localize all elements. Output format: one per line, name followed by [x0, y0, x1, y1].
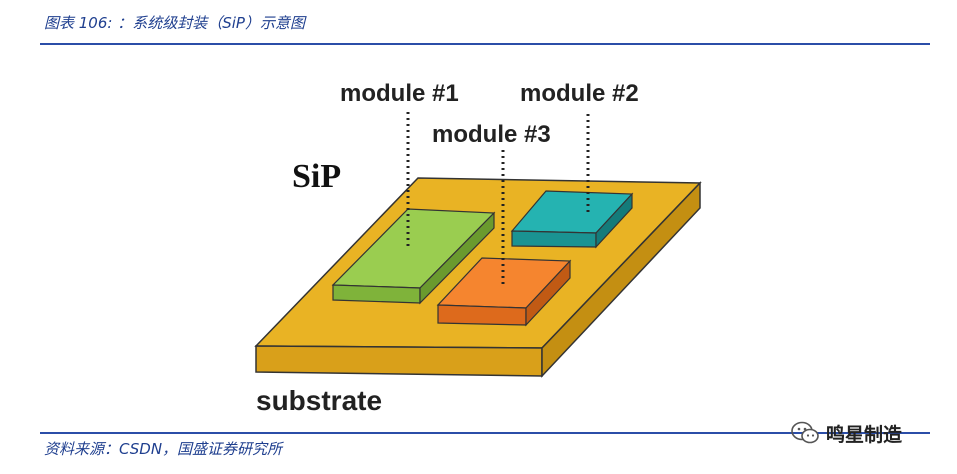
- sip-label: SiP: [292, 158, 341, 195]
- watermark: 鸣星制造: [790, 418, 902, 448]
- module-3-label: module #3: [432, 121, 551, 148]
- module-1-block: [331, 208, 496, 305]
- figure-caption: 图表 106: ：系统级封装（SiP）示意图: [44, 14, 305, 32]
- module-2-label: module #2: [520, 80, 639, 107]
- source-note: 资料来源：CSDN，国盛证券研究所: [44, 440, 283, 458]
- watermark-text: 鸣星制造: [826, 423, 903, 446]
- wechat-icon: [791, 421, 819, 444]
- module-2-block: [510, 190, 634, 249]
- substrate-label: substrate: [256, 385, 382, 416]
- bottom-divider: [40, 432, 930, 434]
- top-divider: [40, 43, 930, 45]
- module-1-label: module #1: [340, 80, 459, 107]
